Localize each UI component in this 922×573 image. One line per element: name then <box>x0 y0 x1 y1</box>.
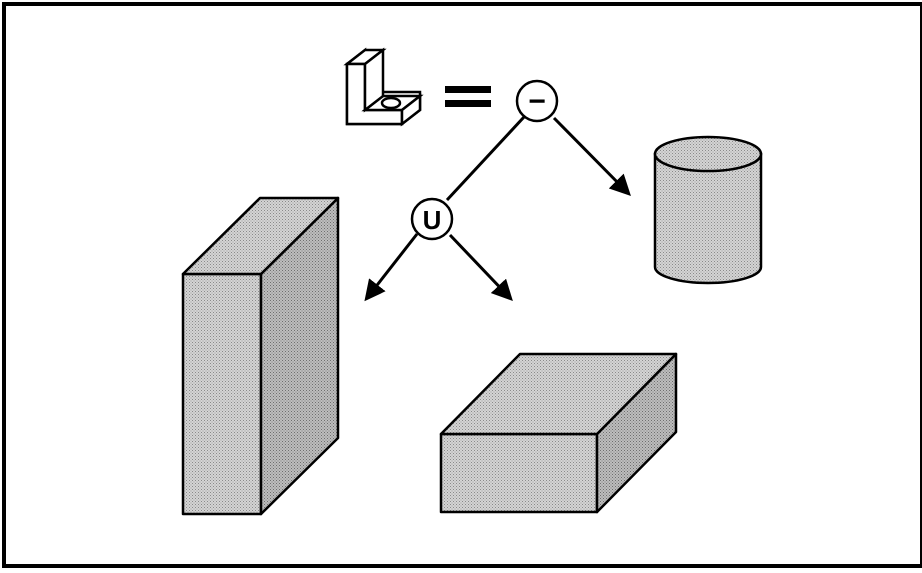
equals-sign <box>445 86 491 107</box>
tall-box-primitive <box>181 196 340 516</box>
union-operator-node: U <box>410 197 454 241</box>
difference-operator-node: − <box>515 79 559 123</box>
difference-operator-label: − <box>528 85 546 118</box>
result-bracket-icon <box>343 47 424 127</box>
union-operator-label: U <box>423 205 442 235</box>
edge-union-to-tall-box <box>364 233 419 302</box>
edge-root-to-cylinder <box>552 116 631 196</box>
bracket-hole <box>380 96 402 110</box>
edge-root-to-union <box>445 115 526 202</box>
edge-union-to-flat-box <box>448 233 513 302</box>
flat-box-primitive <box>439 352 678 514</box>
cylinder-primitive <box>653 135 763 285</box>
